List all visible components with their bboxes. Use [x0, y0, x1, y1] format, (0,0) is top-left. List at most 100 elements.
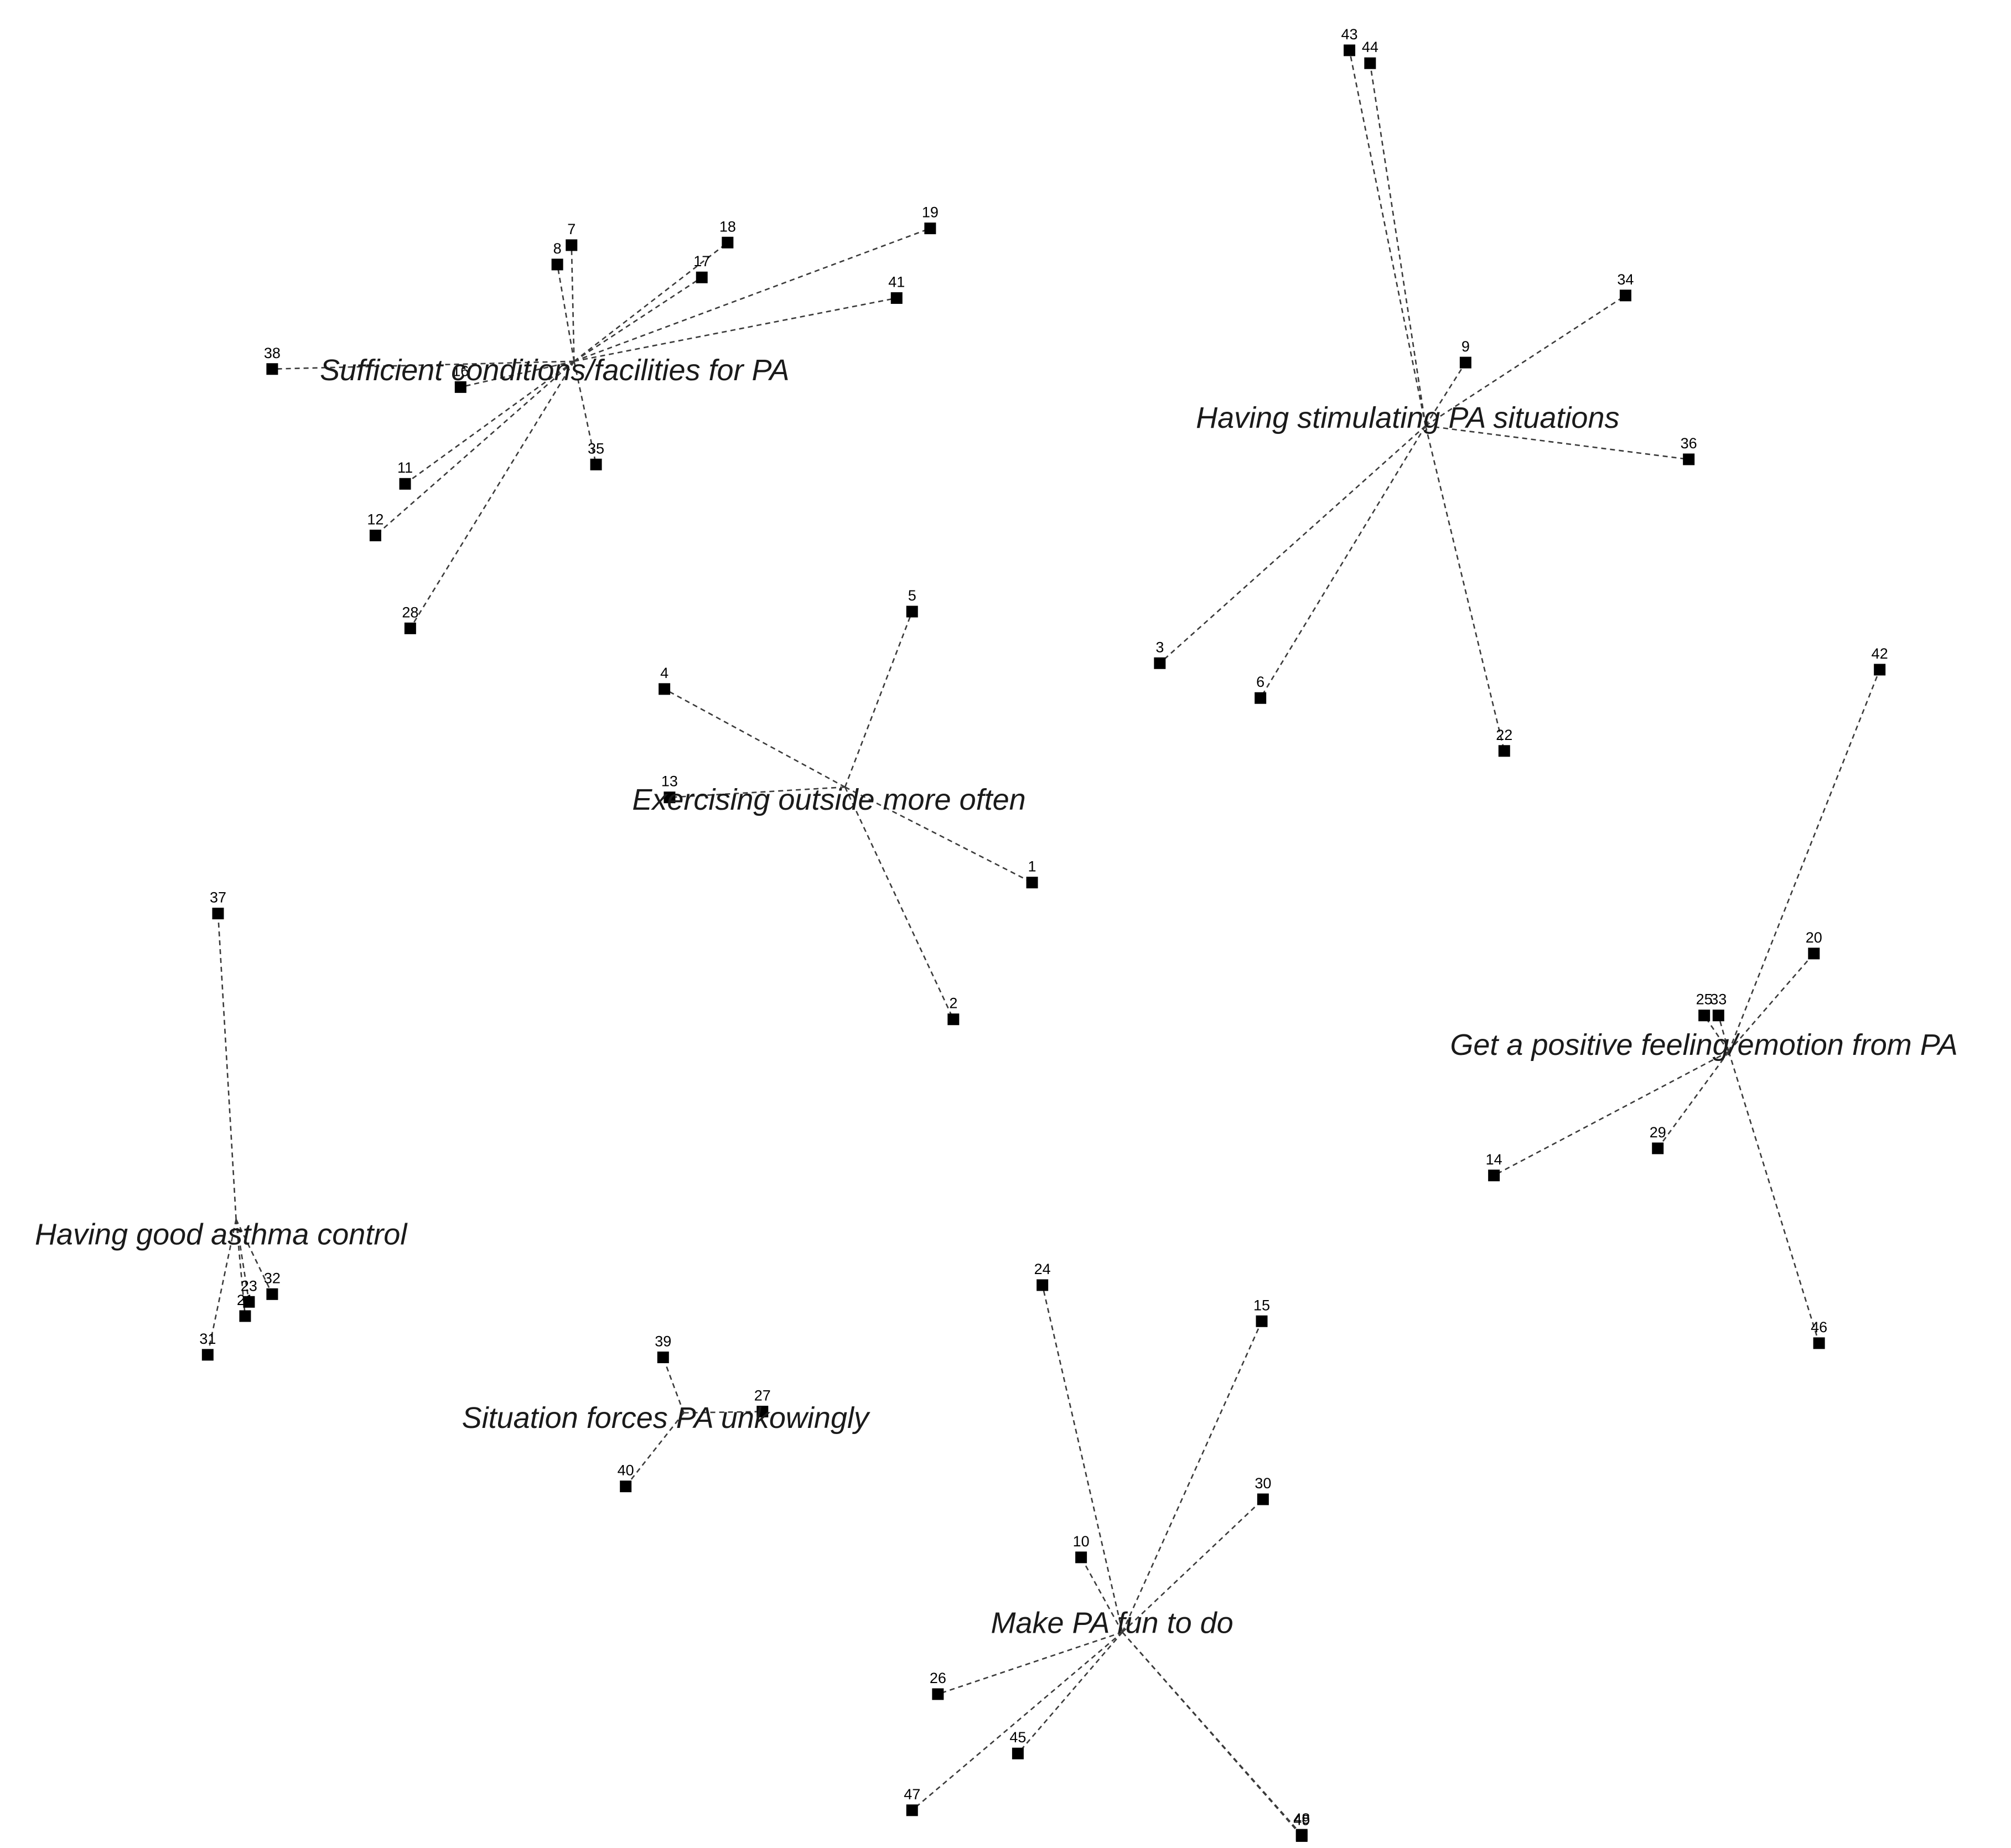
point-marker-12: [369, 529, 381, 541]
point-label-42: 42: [1872, 645, 1888, 662]
point-label-10: 10: [1073, 1533, 1090, 1550]
cluster-label-asthma: Having good asthma control: [35, 1218, 408, 1251]
edge-outside-2: [844, 786, 955, 1020]
edge-outside-13: [669, 786, 846, 799]
edge-forces-40: [625, 1412, 685, 1487]
point-label-41: 41: [888, 274, 905, 291]
point-label-2: 2: [949, 995, 957, 1012]
edge-positive-14: [1494, 1050, 1729, 1176]
point-label-45: 45: [1009, 1729, 1026, 1746]
point-marker-8: [551, 258, 563, 271]
point-label-44: 44: [1362, 39, 1378, 55]
points-layer: 7818171941381635111228434434936362254131…: [199, 26, 1888, 1842]
edge-sufficient-28: [410, 361, 575, 629]
edge-fun-24: [1041, 1285, 1123, 1633]
point-label-33: 33: [1710, 991, 1727, 1008]
point-label-14: 14: [1486, 1151, 1502, 1168]
edge-asthma-37: [217, 913, 237, 1220]
point-label-13: 13: [661, 773, 678, 790]
point-label-12: 12: [367, 511, 383, 527]
point-marker-22: [1498, 745, 1510, 757]
point-marker-31: [201, 1349, 214, 1361]
point-marker-25: [1698, 1010, 1711, 1022]
edge-positive-46: [1728, 1051, 1820, 1344]
point-marker-35: [590, 458, 602, 470]
point-marker-38: [266, 363, 278, 375]
edge-positive-20: [1728, 953, 1815, 1052]
point-label-28: 28: [402, 604, 418, 620]
edge-sufficient-38: [272, 360, 574, 370]
edge-stimulating-44: [1369, 63, 1427, 426]
point-marker-46: [1813, 1337, 1825, 1349]
point-label-15: 15: [1253, 1297, 1270, 1313]
point-marker-9: [1459, 356, 1471, 369]
point-label-20: 20: [1806, 929, 1822, 946]
point-marker-34: [1619, 289, 1631, 302]
point-label-8: 8: [553, 240, 562, 257]
edge-sufficient-19: [573, 227, 931, 362]
edge-forces-27: [683, 1411, 763, 1414]
point-label-31: 31: [199, 1331, 216, 1347]
point-label-39: 39: [655, 1333, 671, 1350]
point-label-9: 9: [1461, 338, 1470, 355]
point-marker-44: [1364, 57, 1376, 69]
point-label-7: 7: [567, 221, 576, 237]
point-label-25: 25: [1696, 991, 1713, 1008]
point-marker-2: [947, 1013, 960, 1026]
edge-fun-45: [1017, 1632, 1123, 1754]
point-label-17: 17: [693, 253, 710, 270]
point-marker-15: [1256, 1315, 1268, 1327]
edge-fun-26: [937, 1631, 1123, 1695]
edge-sufficient-7: [571, 245, 575, 361]
point-marker-27: [756, 1405, 769, 1417]
edge-forces-39: [662, 1357, 685, 1414]
edge-stimulating-43: [1349, 50, 1427, 426]
point-label-36: 36: [1681, 435, 1697, 452]
point-marker-20: [1808, 948, 1820, 960]
point-marker-33: [1712, 1010, 1724, 1022]
edge-fun-47: [911, 1632, 1123, 1811]
point-marker-11: [399, 478, 411, 490]
point-marker-40: [620, 1481, 632, 1493]
point-marker-19: [924, 222, 936, 235]
point-label-29: 29: [1650, 1124, 1666, 1141]
point-label-37: 37: [210, 889, 226, 906]
point-marker-13: [664, 791, 676, 804]
edge-stimulating-3: [1159, 425, 1426, 664]
point-marker-7: [566, 239, 578, 251]
edge-stimulating-6: [1260, 425, 1427, 698]
point-marker-36: [1683, 453, 1695, 465]
cluster-label-sufficient: Sufficient conditions/facilities for PA: [320, 354, 789, 387]
edge-positive-25: [1703, 1015, 1730, 1052]
point-marker-16: [454, 381, 467, 393]
point-marker-3: [1154, 657, 1166, 669]
point-marker-29: [1652, 1142, 1664, 1155]
edge-stimulating-34: [1425, 294, 1626, 427]
point-label-11: 11: [397, 459, 413, 476]
cluster-label-forces: Situation forces PA unkowingly: [462, 1401, 870, 1435]
point-marker-28: [404, 622, 416, 634]
point-label-5: 5: [908, 587, 916, 604]
point-marker-41: [890, 292, 903, 304]
point-marker-39: [657, 1352, 669, 1364]
point-marker-47: [906, 1804, 918, 1816]
edge-fun-30: [1122, 1499, 1264, 1633]
point-label-40: 40: [618, 1462, 634, 1479]
cluster-label-stimulating: Having stimulating PA situations: [1196, 401, 1619, 434]
point-label-21: 21: [237, 1292, 253, 1308]
cluster-label-fun: Make PA fun to do: [991, 1606, 1233, 1639]
edge-fun-49: [1122, 1632, 1303, 1837]
point-marker-43: [1344, 44, 1356, 56]
point-label-26: 26: [930, 1670, 946, 1686]
edge-fun-10: [1080, 1557, 1123, 1633]
cluster-labels-layer: Sufficient conditions/facilities for PA H…: [35, 354, 1958, 1640]
point-marker-18: [722, 236, 734, 249]
cluster-label-positive: Get a positive feeling/emotion from PA: [1450, 1028, 1957, 1062]
edges-layer: [207, 50, 1880, 1837]
edge-positive-29: [1657, 1051, 1729, 1149]
point-label-30: 30: [1255, 1475, 1271, 1492]
point-marker-4: [659, 683, 671, 695]
point-label-27: 27: [754, 1387, 771, 1404]
point-marker-26: [932, 1688, 944, 1700]
